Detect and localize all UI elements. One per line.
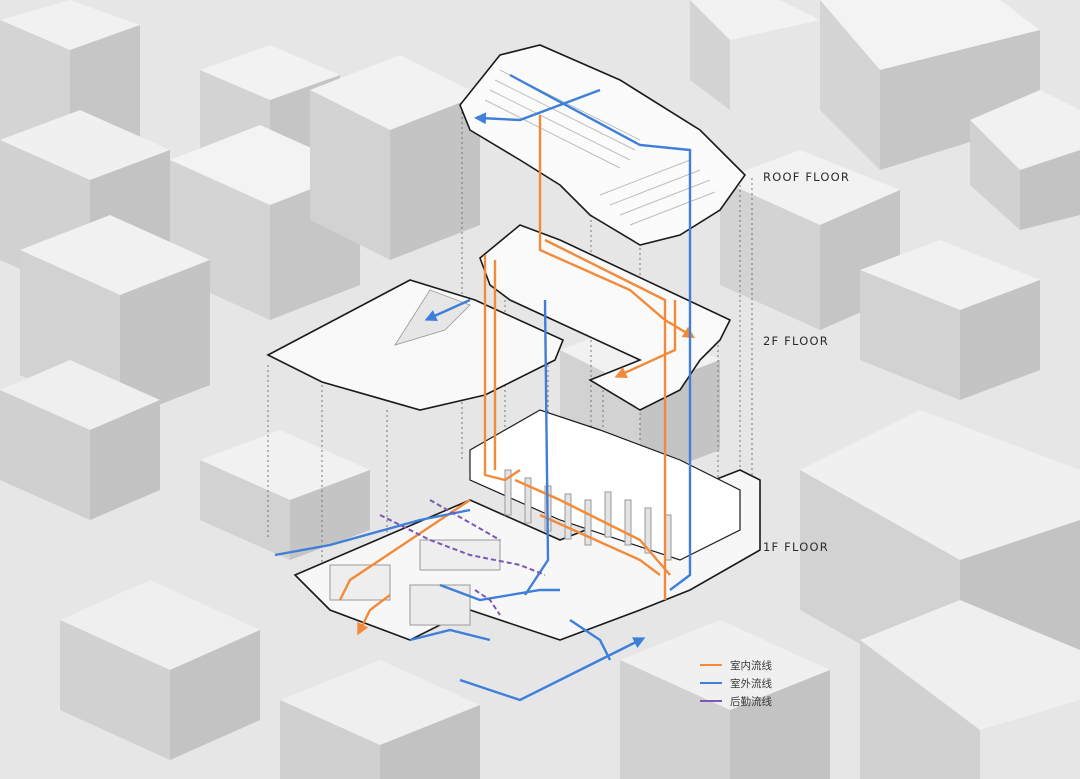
legend-item-indoor: 室内流线 xyxy=(700,656,772,674)
context-block xyxy=(60,580,260,760)
context-block xyxy=(860,240,1040,400)
outdoor-route xyxy=(274,73,692,702)
legend-label: 室外流线 xyxy=(730,677,772,690)
second-floor-label: 2F FLOOR xyxy=(763,334,829,348)
first-floor-label: 1F FLOOR xyxy=(763,540,829,554)
service-route xyxy=(379,499,546,616)
legend: 室内流线 室外流线 后勤流线 xyxy=(700,656,772,710)
context-block xyxy=(820,0,1040,170)
context-block xyxy=(280,660,480,779)
legend-label: 室内流线 xyxy=(730,659,772,672)
first-floor-slab xyxy=(293,409,761,641)
context-block xyxy=(310,55,480,260)
outdoor-route-swatch xyxy=(700,682,722,684)
context-block xyxy=(200,430,370,560)
roof-floor-label: ROOF FLOOR xyxy=(763,170,851,184)
indoor-route xyxy=(338,115,696,636)
second-floor-slab xyxy=(266,224,732,411)
legend-label: 后勤流线 xyxy=(730,695,772,708)
indoor-route-swatch xyxy=(700,664,722,666)
context-block xyxy=(860,600,1080,779)
legend-item-service: 后勤流线 xyxy=(700,692,772,710)
context-block xyxy=(620,620,830,779)
legend-item-outdoor: 室外流线 xyxy=(700,674,772,692)
context-block xyxy=(690,0,820,110)
context-block xyxy=(0,360,160,520)
service-route-swatch xyxy=(700,700,722,702)
context-block xyxy=(970,90,1080,230)
